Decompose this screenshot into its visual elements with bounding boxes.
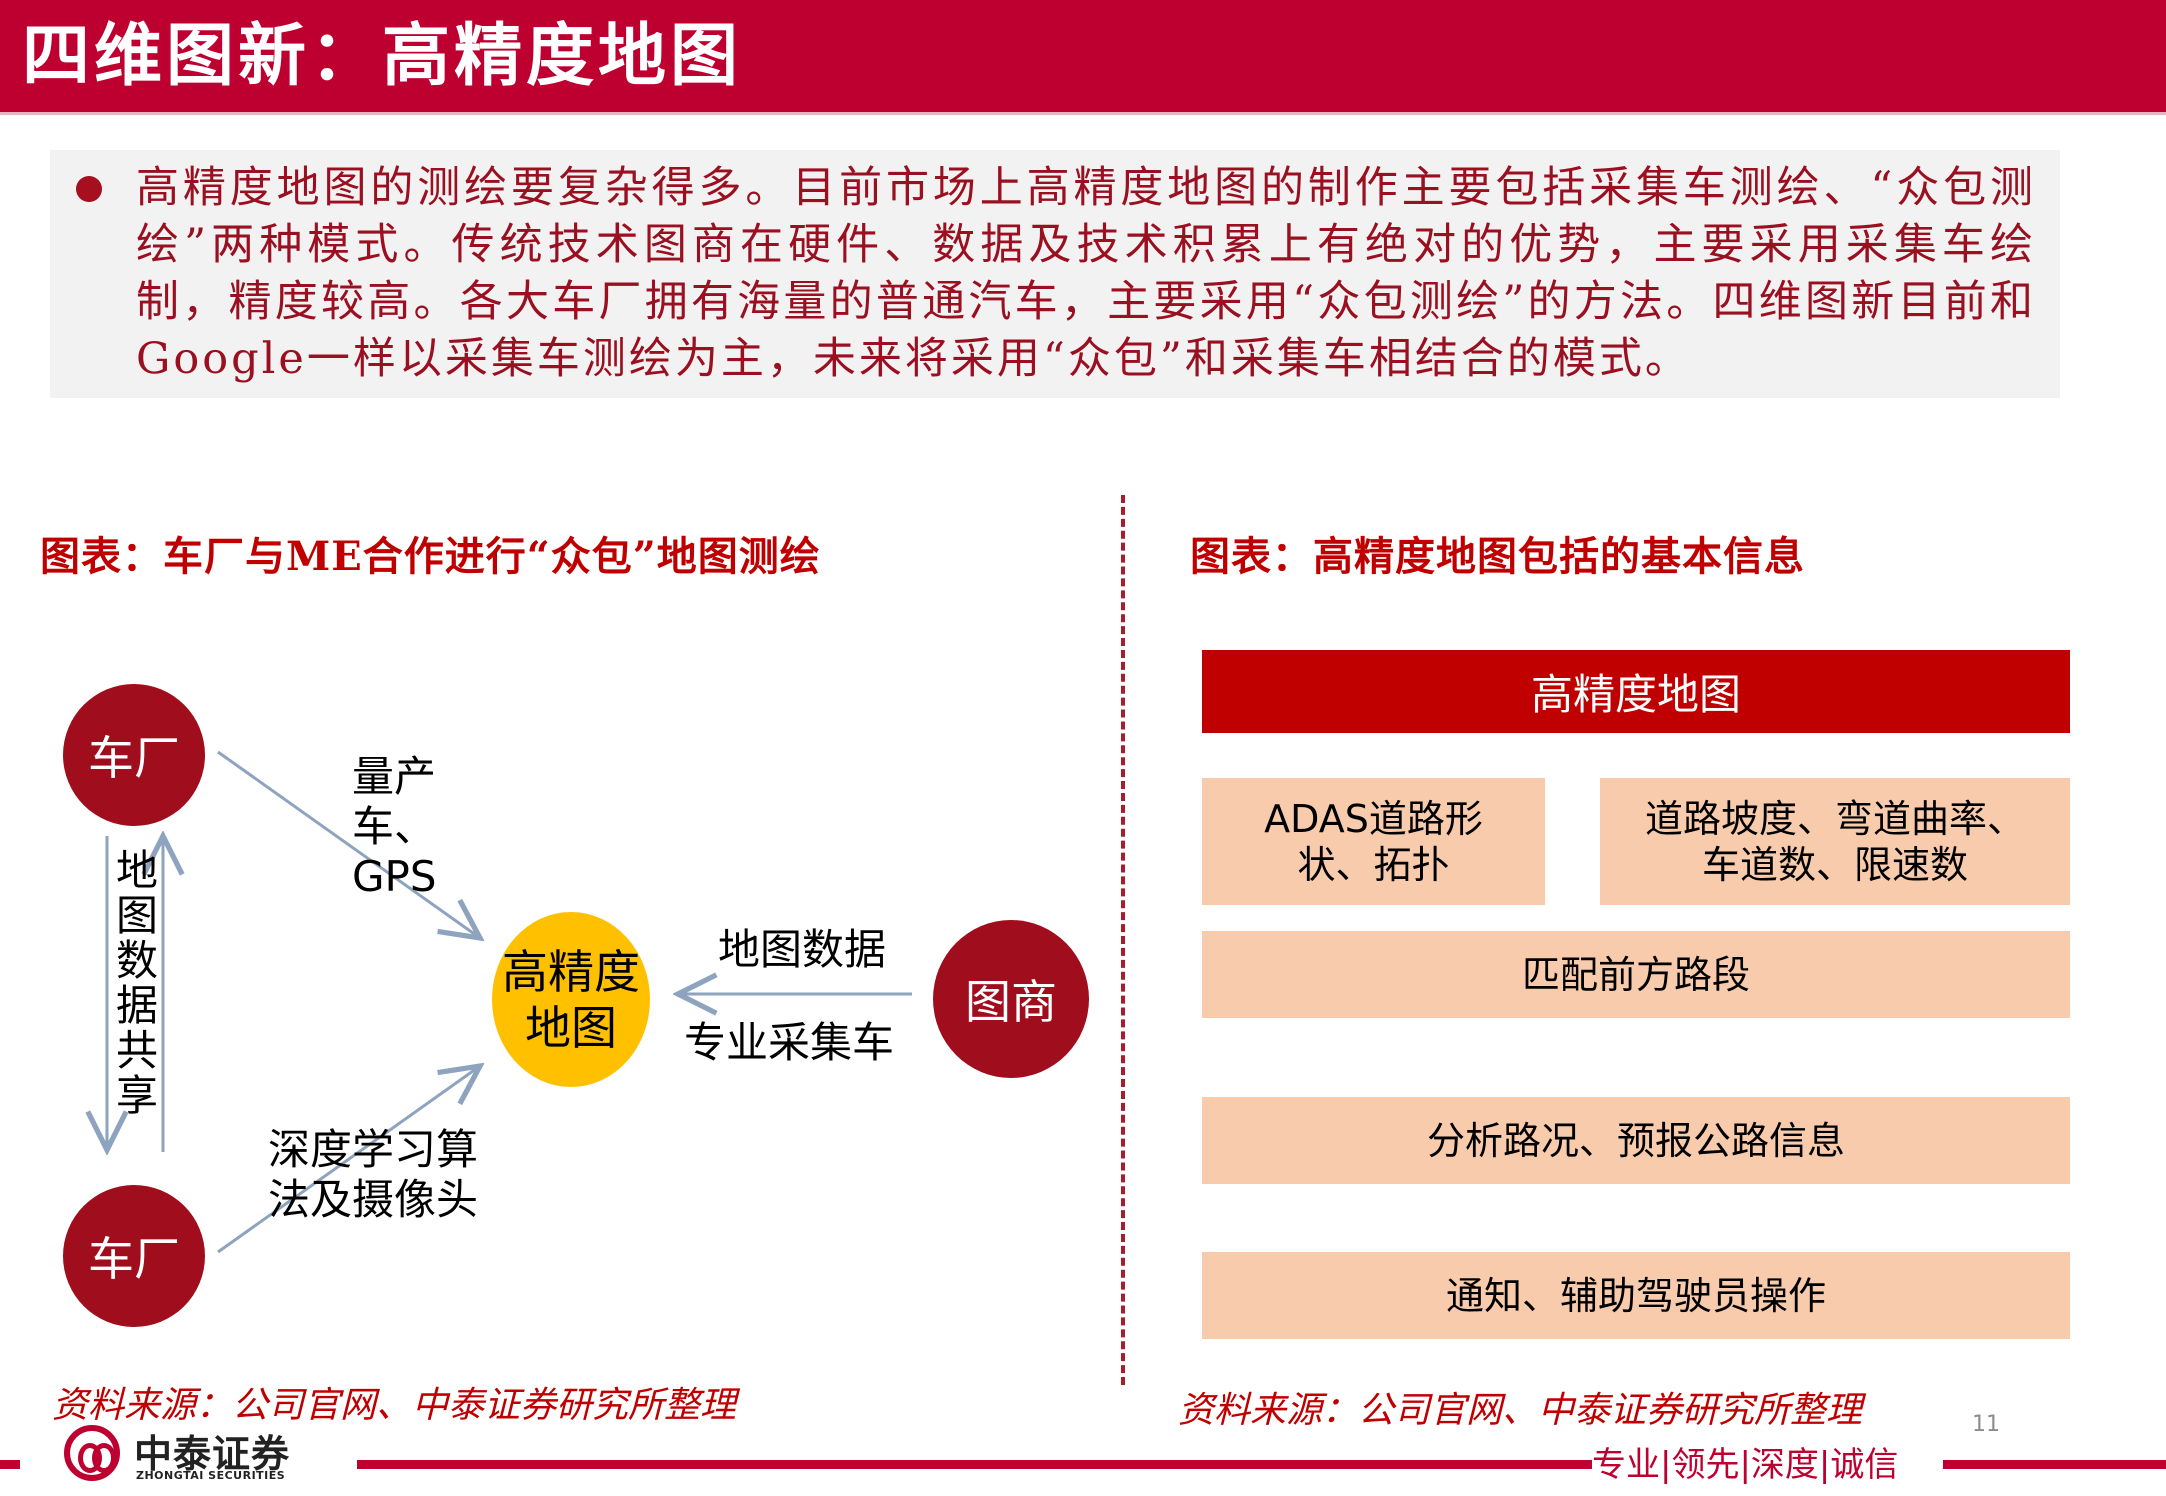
logo-english-name: ZHONGTAI SECURITIES: [136, 1469, 286, 1482]
edge-label-map-data-sharing: 地图数据共享: [115, 846, 158, 1120]
footer-rule-middle: [357, 1460, 1592, 1469]
intro-box: [50, 150, 2060, 398]
right-chart-title: 图表：高精度地图包括的基本信息: [1190, 533, 1805, 580]
info-box-notify-driver: 通知、辅助驾驶员操作: [1202, 1252, 2070, 1339]
hd-map-header-box: 高精度地图: [1202, 650, 2070, 733]
crowdsourcing-diagram: 车厂 车厂 高精度地图 图商 量产车、GPS 深度学习算法及摄像头 地图数据 专…: [0, 0, 1120, 1400]
company-logo: 中泰证券 ZHONGTAI SECURITIES: [64, 1425, 324, 1487]
bullet-icon: [76, 176, 102, 202]
arrow-connectors: [0, 750, 912, 1254]
arrow-factory-bottom-to-hdmap: [217, 1066, 480, 1254]
edge-label-deep-learning-camera: 深度学习算法及摄像头: [268, 1125, 479, 1224]
edge-label-professional-vehicle: 专业采集车: [684, 1018, 895, 1067]
info-box-adas-road-shape: ADAS道路形状、拓扑: [1202, 778, 1545, 905]
info-box-analyze-traffic: 分析路况、预报公路信息: [1202, 1097, 2070, 1184]
vertical-dashed-divider: [1121, 495, 1125, 1385]
page-title: 四维图新：高精度地图: [22, 16, 743, 96]
footer-rule-left: [0, 1460, 20, 1469]
info-box-label: 道路坡度、弯道曲率、车道数、限速数: [1644, 796, 2025, 887]
logo-chinese-name: 中泰证券: [134, 1432, 291, 1476]
header-band: 四维图新：高精度地图: [0, 0, 2166, 115]
footer-slogan: 专业|领先|深度|诚信: [1592, 1445, 1899, 1485]
node-car-factory-bottom: 车厂: [63, 1185, 205, 1327]
node-car-factory-top: 车厂: [63, 684, 205, 826]
arrow-factory-top-to-hdmap: [217, 750, 480, 938]
info-box-match-road-ahead: 匹配前方路段: [1202, 931, 2070, 1018]
left-chart-title: 图表：车厂与ME合作进行“众包”地图测绘: [40, 533, 821, 580]
logo-mark-icon: [64, 1425, 120, 1481]
left-source-note: 资料来源：公司官网、中泰证券研究所整理: [52, 1385, 737, 1426]
footer-rule-right: [1943, 1460, 2166, 1469]
edge-label-map-data: 地图数据: [718, 925, 887, 974]
node-map-vendor: 图商: [933, 920, 1089, 1078]
edge-label-mass-production-gps: 量产车、GPS: [352, 752, 437, 901]
node-hd-map: 高精度地图: [492, 912, 650, 1087]
page-number: 11: [1972, 1412, 2000, 1437]
info-box-road-slope: 道路坡度、弯道曲率、车道数、限速数: [1600, 778, 2070, 905]
info-box-label: ADAS道路形状、拓扑: [1264, 796, 1483, 887]
intro-paragraph: 高精度地图的测绘要复杂得多。目前市场上高精度地图的制作主要包括采集车测绘、“众包…: [136, 163, 2036, 384]
right-source-note: 资料来源：公司官网、中泰证券研究所整理: [1178, 1390, 1863, 1431]
